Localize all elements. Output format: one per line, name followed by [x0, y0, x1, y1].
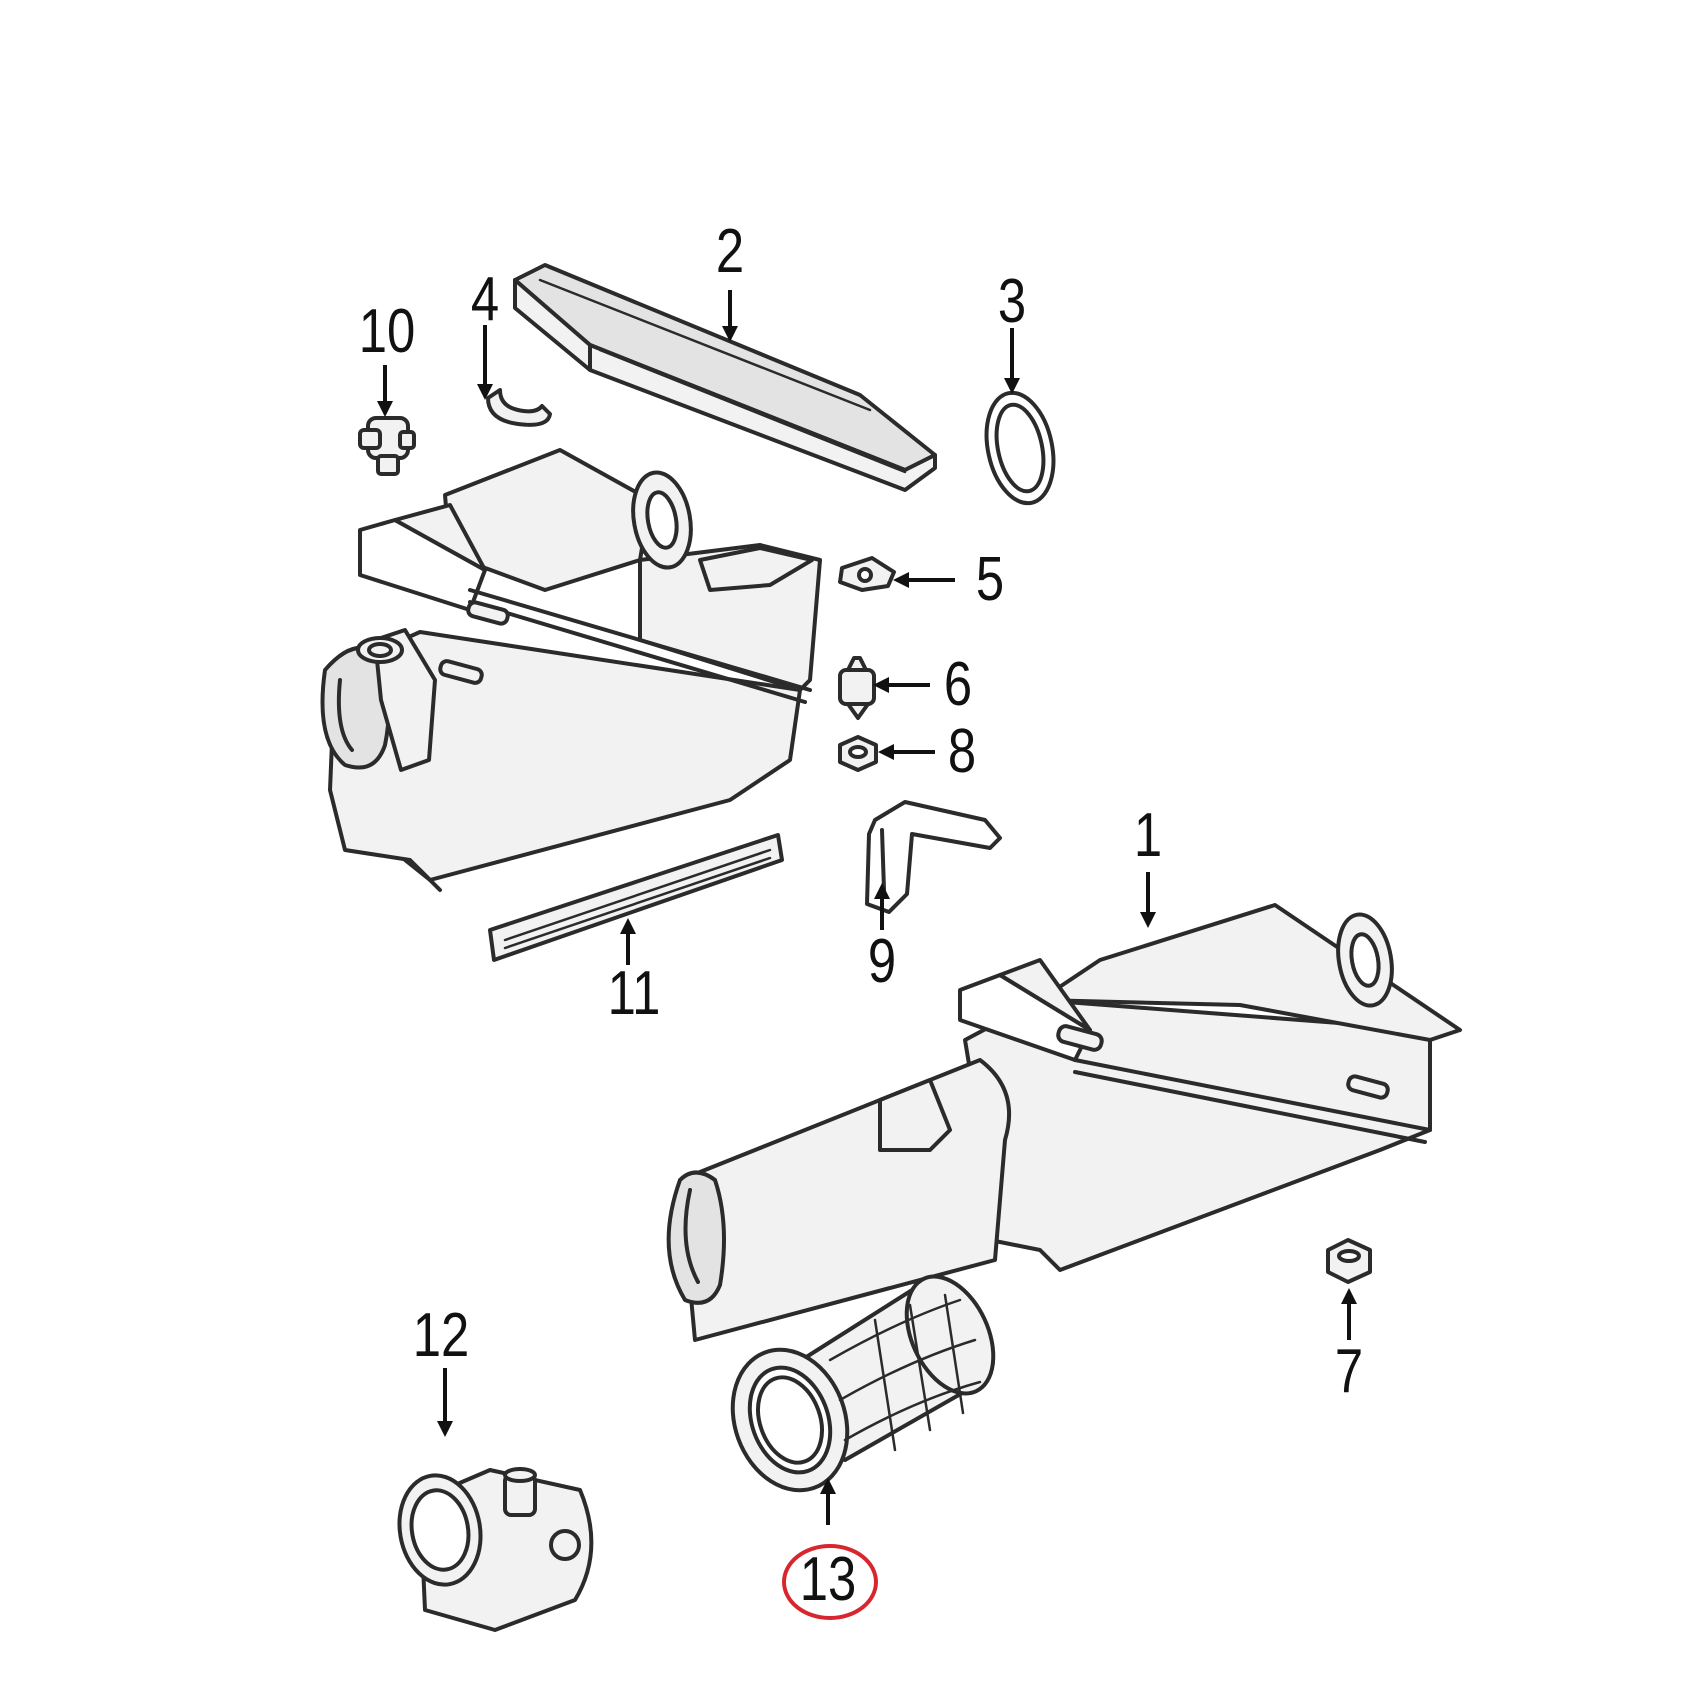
callout-12[interactable]: 12: [412, 1301, 470, 1370]
seal-ring[interactable]: [977, 387, 1063, 510]
air-filter-element[interactable]: [513, 263, 937, 492]
upper-air-box-housing: [320, 448, 822, 892]
callout-1[interactable]: 1: [1133, 801, 1163, 870]
intake-boot-part[interactable]: [714, 1263, 1011, 1507]
callout-7[interactable]: 7: [1334, 1337, 1364, 1406]
air-box-housing[interactable]: [666, 903, 1462, 1342]
callout-3[interactable]: 3: [997, 267, 1027, 336]
callout-8[interactable]: 8: [947, 717, 977, 786]
callout-10[interactable]: 10: [358, 297, 416, 366]
air-mass-meter-part[interactable]: [391, 1467, 594, 1632]
highlight-ring-13: [782, 1544, 878, 1620]
callout-6[interactable]: 6: [943, 650, 973, 719]
small-clip-part[interactable]: [838, 556, 896, 592]
leader-lines: [377, 290, 1357, 1525]
callout-4[interactable]: 4: [470, 265, 500, 334]
bracket-part[interactable]: [865, 800, 1002, 914]
callout-5[interactable]: 5: [975, 545, 1005, 614]
valve-part[interactable]: [358, 416, 416, 476]
small-nut-part[interactable]: [1326, 1238, 1372, 1284]
trim-strip-part[interactable]: [488, 833, 784, 962]
callout-2[interactable]: 2: [715, 217, 745, 286]
nut-part[interactable]: [838, 735, 878, 772]
callout-11[interactable]: 11: [607, 959, 661, 1028]
clip-part[interactable]: [486, 388, 552, 427]
callout-9[interactable]: 9: [867, 927, 897, 996]
grommet-part[interactable]: [838, 656, 876, 720]
